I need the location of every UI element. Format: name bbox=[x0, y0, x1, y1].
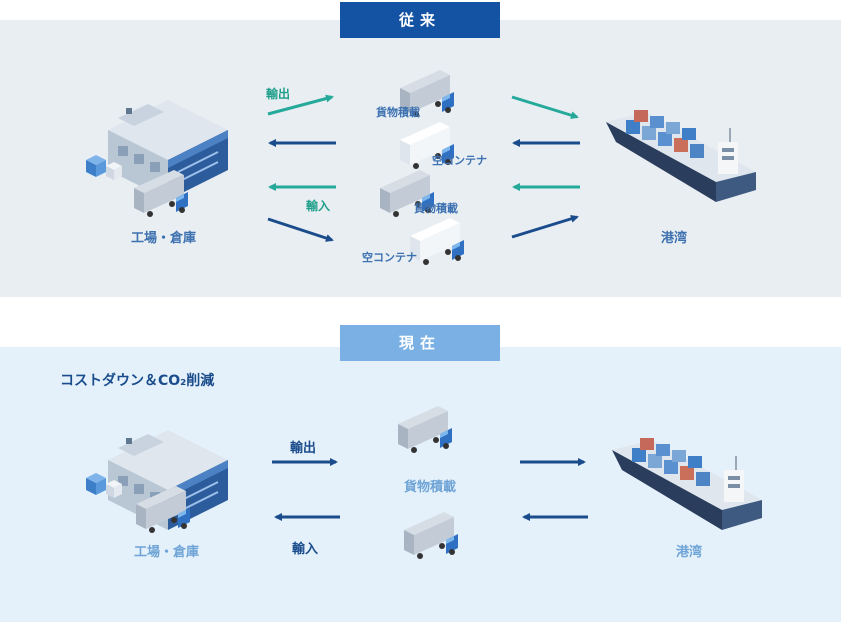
export-label: 輸出 bbox=[290, 441, 317, 456]
truck-icon bbox=[404, 512, 458, 559]
factory-label: 工場・倉庫 bbox=[131, 231, 197, 246]
empty-arrow bbox=[511, 214, 579, 239]
container-ship-icon bbox=[605, 109, 757, 203]
truck-loaded-label: 貨物積載 bbox=[414, 202, 458, 215]
import-label: 輸入 bbox=[306, 199, 331, 213]
export-arrow bbox=[511, 95, 579, 120]
export-label: 輸出 bbox=[266, 87, 291, 101]
truck-empty-label: 空コンテナ bbox=[432, 154, 487, 167]
port-label: 港湾 bbox=[676, 545, 703, 560]
truck-loaded-label: 貨物積載 bbox=[376, 106, 420, 119]
container-ship-icon bbox=[611, 437, 763, 531]
export-arrow bbox=[267, 94, 334, 116]
port-label: 港湾 bbox=[661, 231, 688, 246]
empty-arrow bbox=[267, 217, 334, 242]
truck-empty-label: 空コンテナ bbox=[362, 251, 417, 264]
current-tab-label: 現在 bbox=[340, 325, 500, 361]
previous-tab-label: 従来 bbox=[340, 2, 500, 38]
truck-loaded-label: 貨物積載 bbox=[404, 480, 457, 495]
truck-icon bbox=[398, 406, 452, 453]
headline: コストダウン＆CO₂削減 bbox=[60, 373, 215, 389]
factory-label: 工場・倉庫 bbox=[134, 545, 200, 560]
import-label: 輸入 bbox=[292, 542, 319, 557]
truck-icon bbox=[410, 218, 464, 265]
